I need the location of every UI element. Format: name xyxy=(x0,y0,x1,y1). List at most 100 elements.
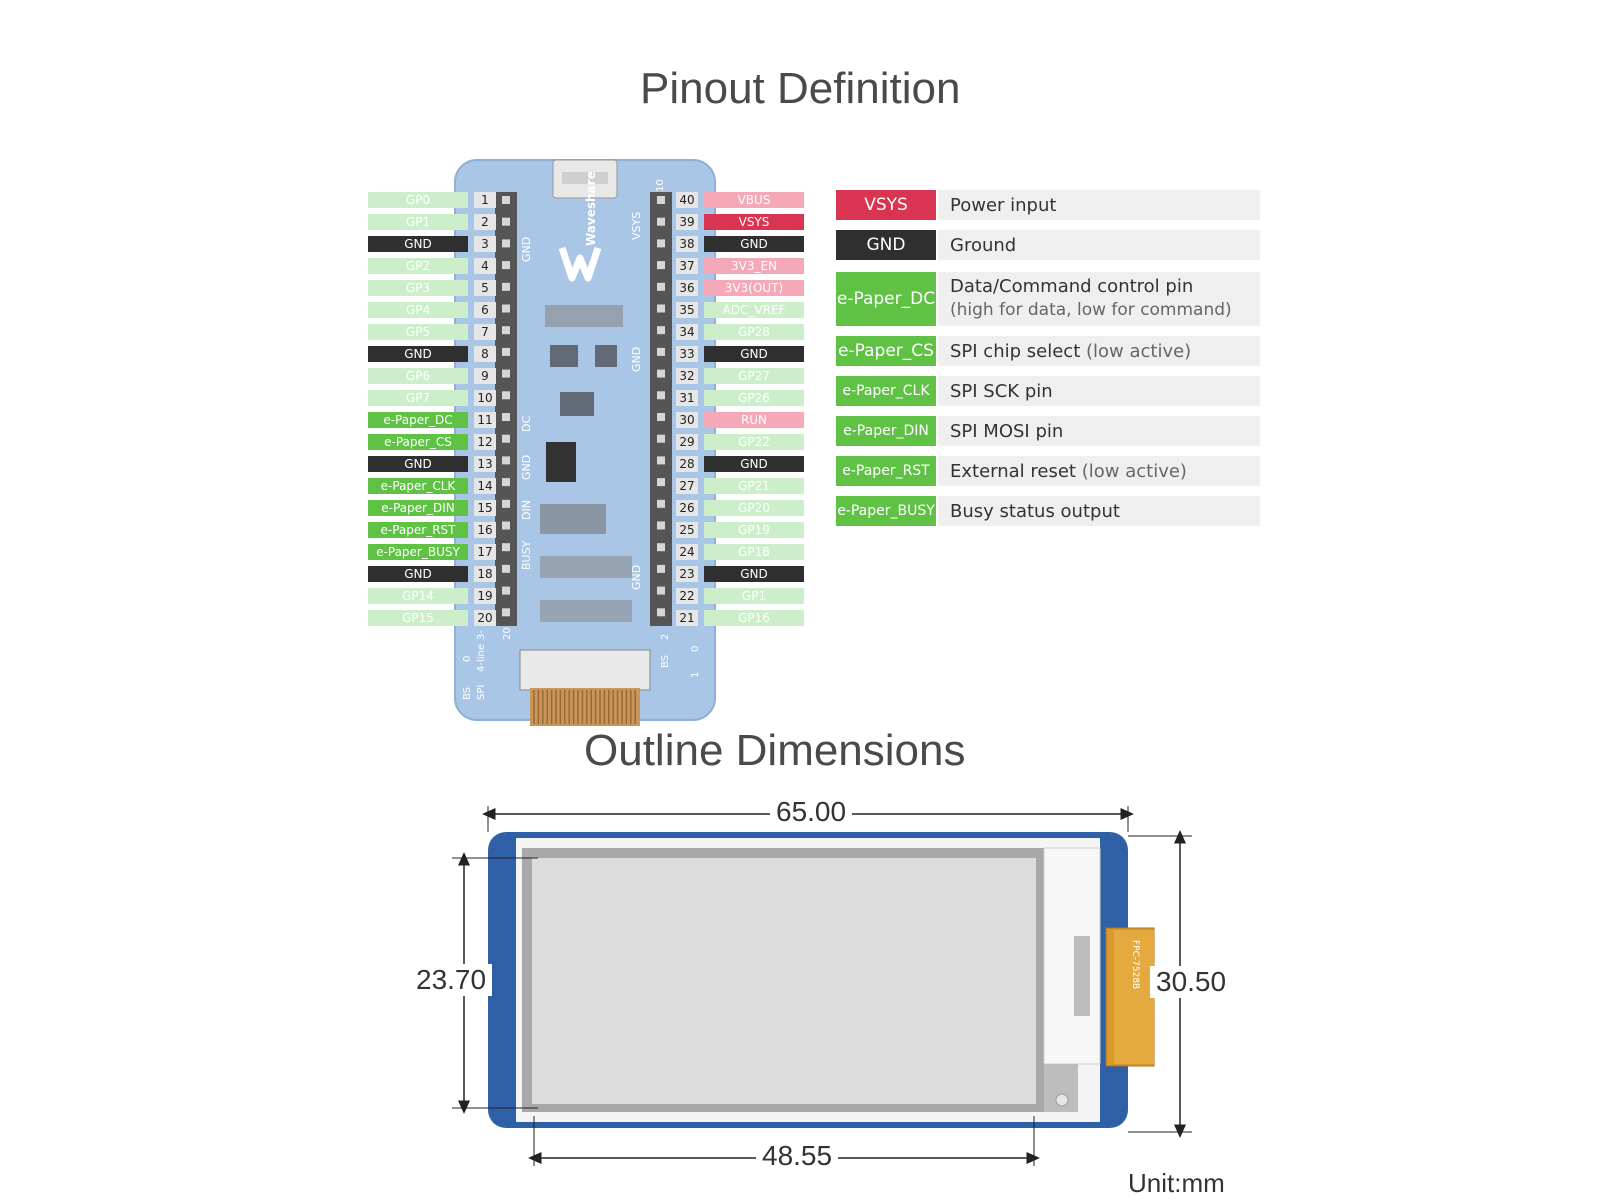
unit-label: Unit:mm xyxy=(1128,1168,1225,1198)
header-pin xyxy=(502,304,510,313)
pin-label: GP5 xyxy=(368,324,468,340)
pin-label: GND xyxy=(704,236,804,252)
pin-number: 39 xyxy=(676,214,698,230)
header-pin xyxy=(502,499,510,508)
legend-note: (low active) xyxy=(1081,461,1187,482)
pin-number: 3 xyxy=(474,236,496,252)
header-pin xyxy=(657,499,665,508)
pin-number: 26 xyxy=(676,500,698,516)
header-pin xyxy=(657,391,665,400)
pin-label: GP7 xyxy=(368,390,468,406)
pin-number: 6 xyxy=(474,302,496,318)
pin-number: 37 xyxy=(676,258,698,274)
pin-label: GND xyxy=(704,456,804,472)
legend-row xyxy=(938,190,1260,220)
pin-number: 31 xyxy=(676,390,698,406)
pin-number: 34 xyxy=(676,324,698,340)
header-pin xyxy=(502,347,510,356)
pin-label: 3V3_EN xyxy=(704,258,804,274)
legend-key: GND xyxy=(836,230,936,260)
pin-number: 17 xyxy=(474,544,496,560)
pin-label: GP3 xyxy=(368,280,468,296)
pin-number: 13 xyxy=(474,456,496,472)
pin-number: 8 xyxy=(474,346,496,362)
pin-number: 9 xyxy=(474,368,496,384)
pin-number: 20 xyxy=(474,610,496,626)
header-pin xyxy=(657,347,665,356)
pin-number: 23 xyxy=(676,566,698,582)
legend-key: e-Paper_DIN xyxy=(836,416,936,446)
pin-label: GND xyxy=(368,346,468,362)
pin-number: 29 xyxy=(676,434,698,450)
pin-label: GP1 xyxy=(704,588,804,604)
pin-label: RUN xyxy=(704,412,804,428)
pin-label: e-Paper_CS xyxy=(368,434,468,450)
header-pin xyxy=(657,261,665,270)
overall-width-label: 65.00 xyxy=(770,796,853,828)
header-pin xyxy=(657,413,665,421)
pin-number: 11 xyxy=(474,412,496,428)
pin-number: 25 xyxy=(676,522,698,538)
pin-number: 28 xyxy=(676,456,698,472)
header-pin xyxy=(502,564,510,573)
header-pin xyxy=(657,478,665,487)
pin-label: e-Paper_RST xyxy=(368,522,468,538)
pin-label: GP4 xyxy=(368,302,468,318)
header-pin xyxy=(657,564,665,573)
legend-description: Power input xyxy=(950,195,1057,216)
pin-number: 35 xyxy=(676,302,698,318)
pin-label: GP21 xyxy=(704,478,804,494)
legend-key: e-Paper_RST xyxy=(836,456,936,486)
header-pin xyxy=(502,521,510,530)
pin-number: 4 xyxy=(474,258,496,274)
active-height-label: 23.70 xyxy=(410,964,493,996)
legend-row xyxy=(938,416,1260,446)
header-pin xyxy=(502,282,510,291)
pin-number: 22 xyxy=(676,588,698,604)
header-pin xyxy=(502,608,510,617)
header-pin xyxy=(502,434,510,443)
pin-number: 32 xyxy=(676,368,698,384)
header-pin xyxy=(502,391,510,400)
pin-number: 14 xyxy=(474,478,496,494)
header-pin xyxy=(502,478,510,487)
pin-number: 2 xyxy=(474,214,496,230)
header-pin xyxy=(657,369,665,378)
header-pin xyxy=(657,608,665,617)
header-pin xyxy=(657,217,665,226)
pin-label: e-Paper_BUSY xyxy=(368,544,468,560)
legend-note: (low active) xyxy=(1085,341,1192,362)
pin-label: GP18 xyxy=(704,544,804,560)
legend-row xyxy=(938,376,1260,406)
header-pin xyxy=(657,304,665,313)
pin-number: 24 xyxy=(676,544,698,560)
pin-label: e-Paper_DIN xyxy=(368,500,468,516)
header-pin xyxy=(657,239,665,248)
pin-label: VSYS xyxy=(704,214,804,230)
pin-label: 3V3(OUT) xyxy=(704,280,804,296)
pin-number: 5 xyxy=(474,280,496,296)
pin-label: GND xyxy=(368,456,468,472)
legend-row xyxy=(938,496,1260,526)
pin-label: GP1 xyxy=(368,214,468,230)
pin-number: 36 xyxy=(676,280,698,296)
pin-label: GP14 xyxy=(368,588,468,604)
pin-number: 16 xyxy=(474,522,496,538)
pin-number: 1 xyxy=(474,192,496,208)
legend-note: (high for data, low for command) xyxy=(950,300,1232,320)
pin-number: 38 xyxy=(676,236,698,252)
overall-height-label: 30.50 xyxy=(1150,966,1233,998)
header-pin xyxy=(502,369,510,378)
legend-description: Busy status output xyxy=(950,501,1120,522)
legend-row xyxy=(938,272,1260,326)
legend-description: External reset xyxy=(950,461,1076,482)
pin-label: GND xyxy=(368,566,468,582)
header-pin xyxy=(657,282,665,291)
header-pin xyxy=(657,456,665,465)
header-pin xyxy=(657,434,665,443)
pin-label: GP28 xyxy=(704,324,804,340)
legend-key: VSYS xyxy=(836,190,936,220)
pin-label: ADC_VREF xyxy=(704,302,804,318)
